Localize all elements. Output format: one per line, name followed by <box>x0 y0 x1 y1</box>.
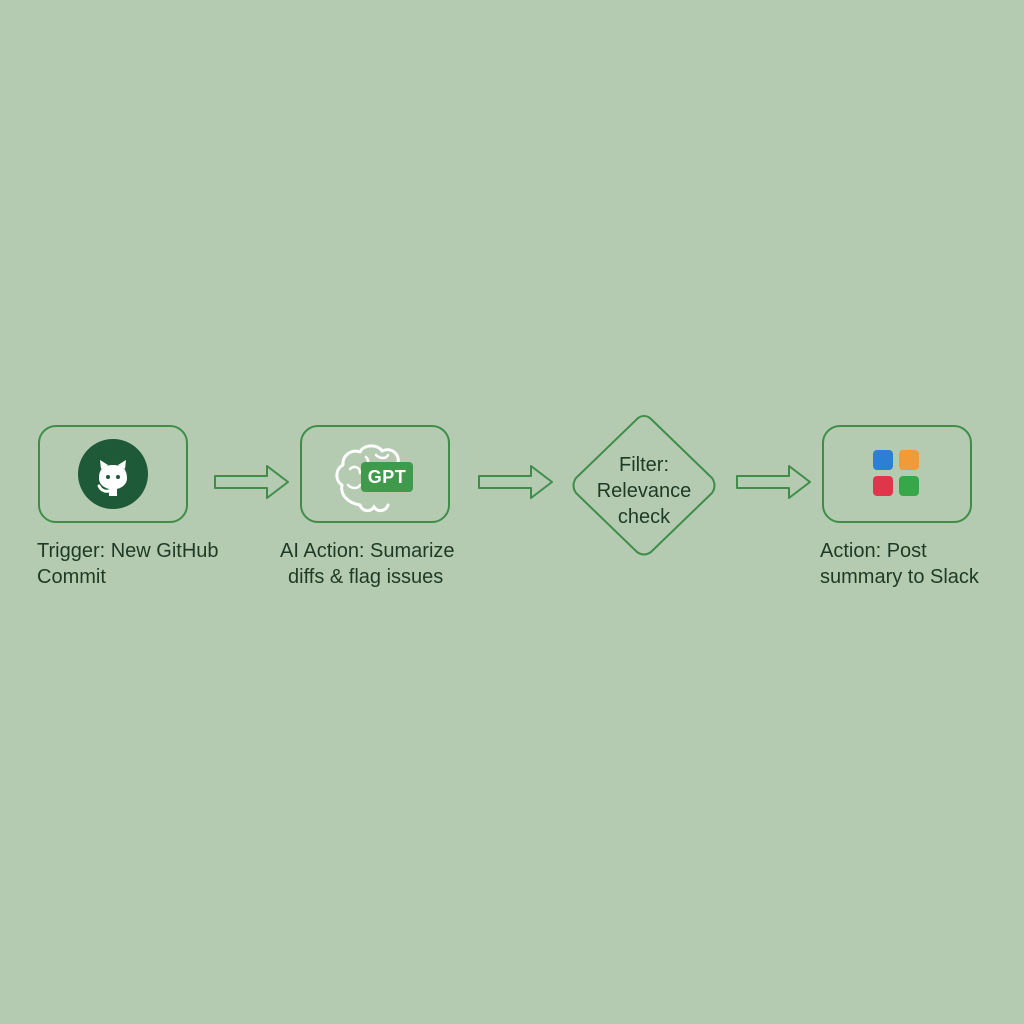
slack-action-label-line2: summary to Slack <box>820 566 979 588</box>
arrow-right-icon <box>214 465 289 499</box>
arrow-right-icon <box>736 465 811 499</box>
filter-diamond <box>572 414 716 556</box>
arrow-right-icon <box>478 465 553 499</box>
ai-action-label-line1: AI Action: Sumarize <box>280 540 455 562</box>
slack-action-label: Action: Post summary to Slack <box>820 538 1010 590</box>
app-grid-icon <box>873 450 919 496</box>
trigger-node <box>38 425 188 523</box>
trigger-label: Trigger: New GitHub Commit <box>37 538 237 590</box>
slack-action-label-line1: Action: Post <box>820 540 927 562</box>
ai-action-label: AI Action: Sumarize diffs & flag issues <box>280 538 480 590</box>
trigger-label-line2: Commit <box>37 566 106 588</box>
gpt-badge: GPT <box>361 462 413 492</box>
filter-text: Filter: Relevance check <box>569 452 719 530</box>
trigger-label-line1: Trigger: New GitHub <box>37 540 219 562</box>
filter-text-line2: Relevance <box>596 480 692 502</box>
ai-action-label-line2: diffs & flag issues <box>288 566 444 588</box>
slack-action-node <box>822 425 972 523</box>
github-icon <box>78 439 148 509</box>
filter-text-line1: Filter: <box>619 454 669 476</box>
filter-text-line3: check <box>617 506 671 528</box>
